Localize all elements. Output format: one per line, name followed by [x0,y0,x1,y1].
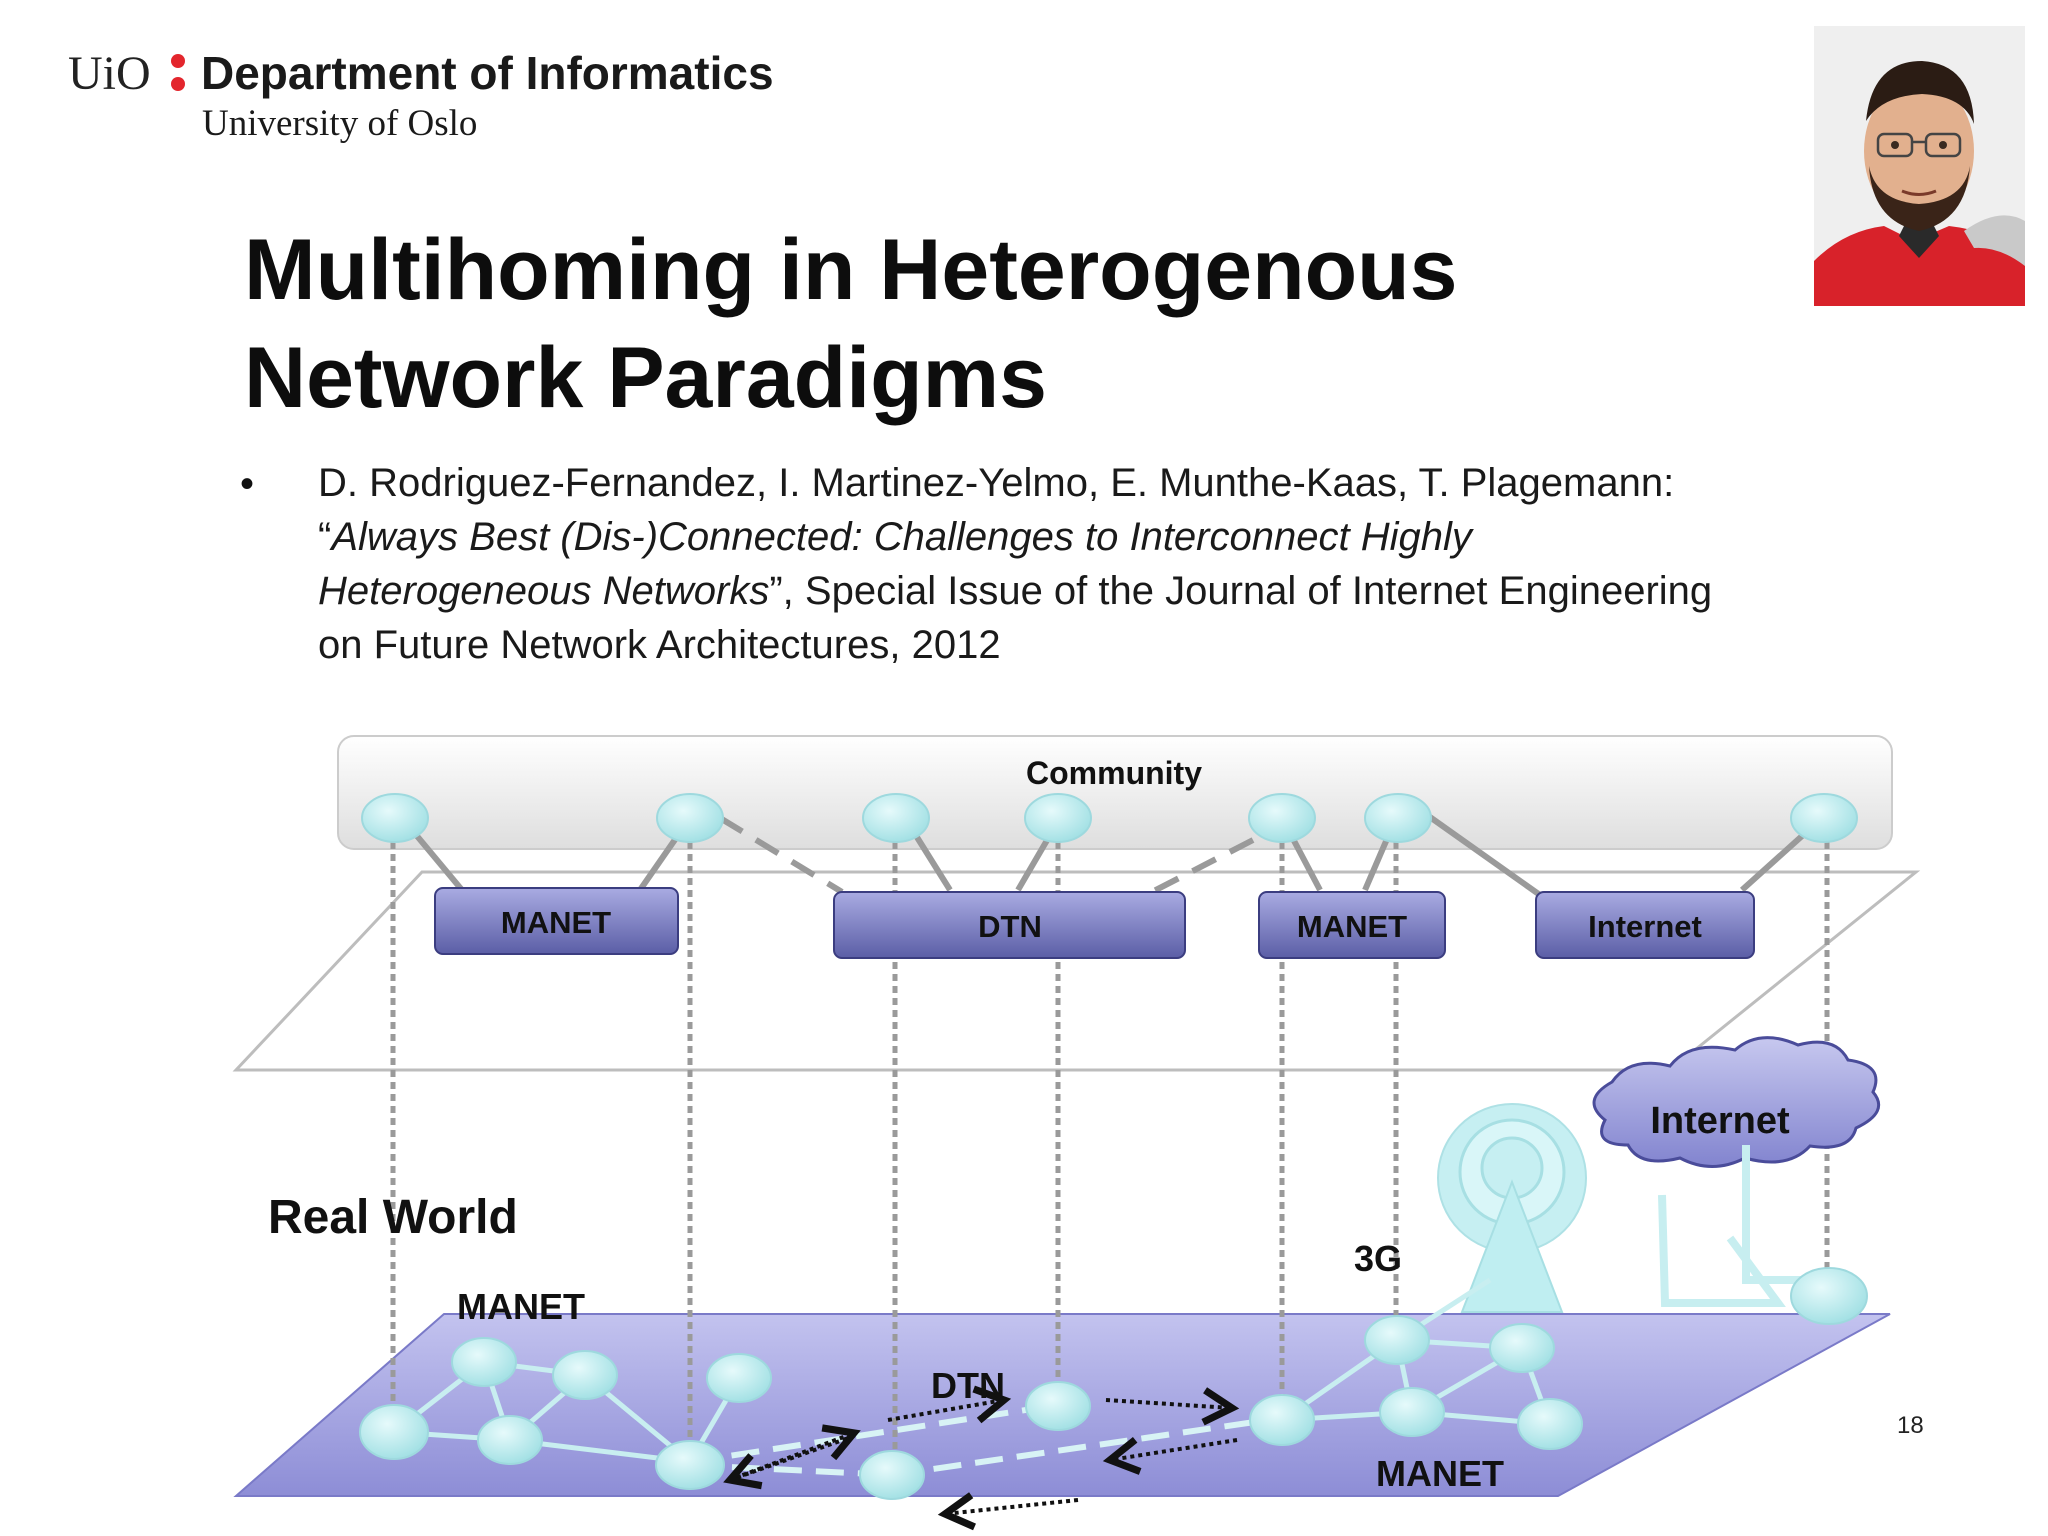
real-node [359,1404,429,1460]
reference-citation: D. Rodriguez-Fernandez, I. Martinez-Yelm… [318,456,1938,672]
university-name: University of Oslo [202,103,478,144]
overlay-box-internet: Internet [1535,891,1755,959]
page-number: 18 [1897,1412,1924,1439]
real-node [1790,1267,1868,1325]
title-line-2: Network Paradigms [244,330,1047,426]
uio-logo: UiO [68,47,151,100]
overlay-box-manet-1: MANET [434,887,679,955]
real-world-label: Real World [268,1191,518,1244]
manet-right-label: MANET [1376,1453,1504,1494]
reference-journal: ”, Special Issue of the Journal of Inter… [769,569,1713,613]
real-node [1249,1394,1315,1446]
threeg-label: 3G [1354,1238,1402,1279]
community-node [1024,793,1092,843]
real-node [1517,1398,1583,1450]
community-node [656,793,724,843]
reference-title-part1: Always Best (Dis-)Connected: Challenges … [331,515,1472,559]
reference-authors: D. Rodriguez-Fernandez, I. Martinez-Yelm… [318,461,1675,505]
real-node [655,1440,725,1490]
overlay-box-label: MANET [501,905,611,940]
real-node [706,1353,772,1403]
presenter-photo [1814,26,2025,306]
community-node [1364,793,1432,843]
overlay-box-label: DTN [978,909,1042,944]
internet-cloud-label: Internet [1650,1100,1790,1142]
real-node [859,1450,925,1500]
dtn-label: DTN [931,1365,1005,1406]
overlay-box-dtn: DTN [833,891,1186,959]
overlay-box-label: MANET [1297,909,1407,944]
network-diagram: Community MANET DTN MANET I [232,735,1921,1531]
community-node [1790,793,1858,843]
reference-open-quote: “ [318,515,332,559]
real-node [1364,1315,1430,1365]
real-node [477,1415,543,1465]
real-node [451,1337,517,1387]
real-node [1489,1323,1555,1373]
reference-venue: on Future Network Architectures, 2012 [318,623,1001,667]
slide-title: Multihoming in Heterogenous Network Para… [244,216,1744,432]
reference-title-part2: Heterogeneous Networks [318,569,770,613]
community-bar [337,735,1893,850]
logo-dots-icon [171,54,185,100]
title-line-1: Multihoming in Heterogenous [244,222,1458,318]
bullet-marker: • [240,462,255,506]
department-name: Department of Informatics [201,47,774,99]
overlay-box-label: Internet [1588,909,1702,944]
manet-left-label: MANET [457,1286,585,1327]
overlay-box-manet-2: MANET [1258,891,1446,959]
internet-cloud-icon: Internet [1592,1036,1881,1168]
real-node [552,1350,618,1400]
community-label: Community [1026,755,1202,791]
community-node [1248,793,1316,843]
real-node [1025,1381,1091,1431]
community-node [862,793,930,843]
community-node [361,793,429,843]
real-node [1379,1387,1445,1437]
